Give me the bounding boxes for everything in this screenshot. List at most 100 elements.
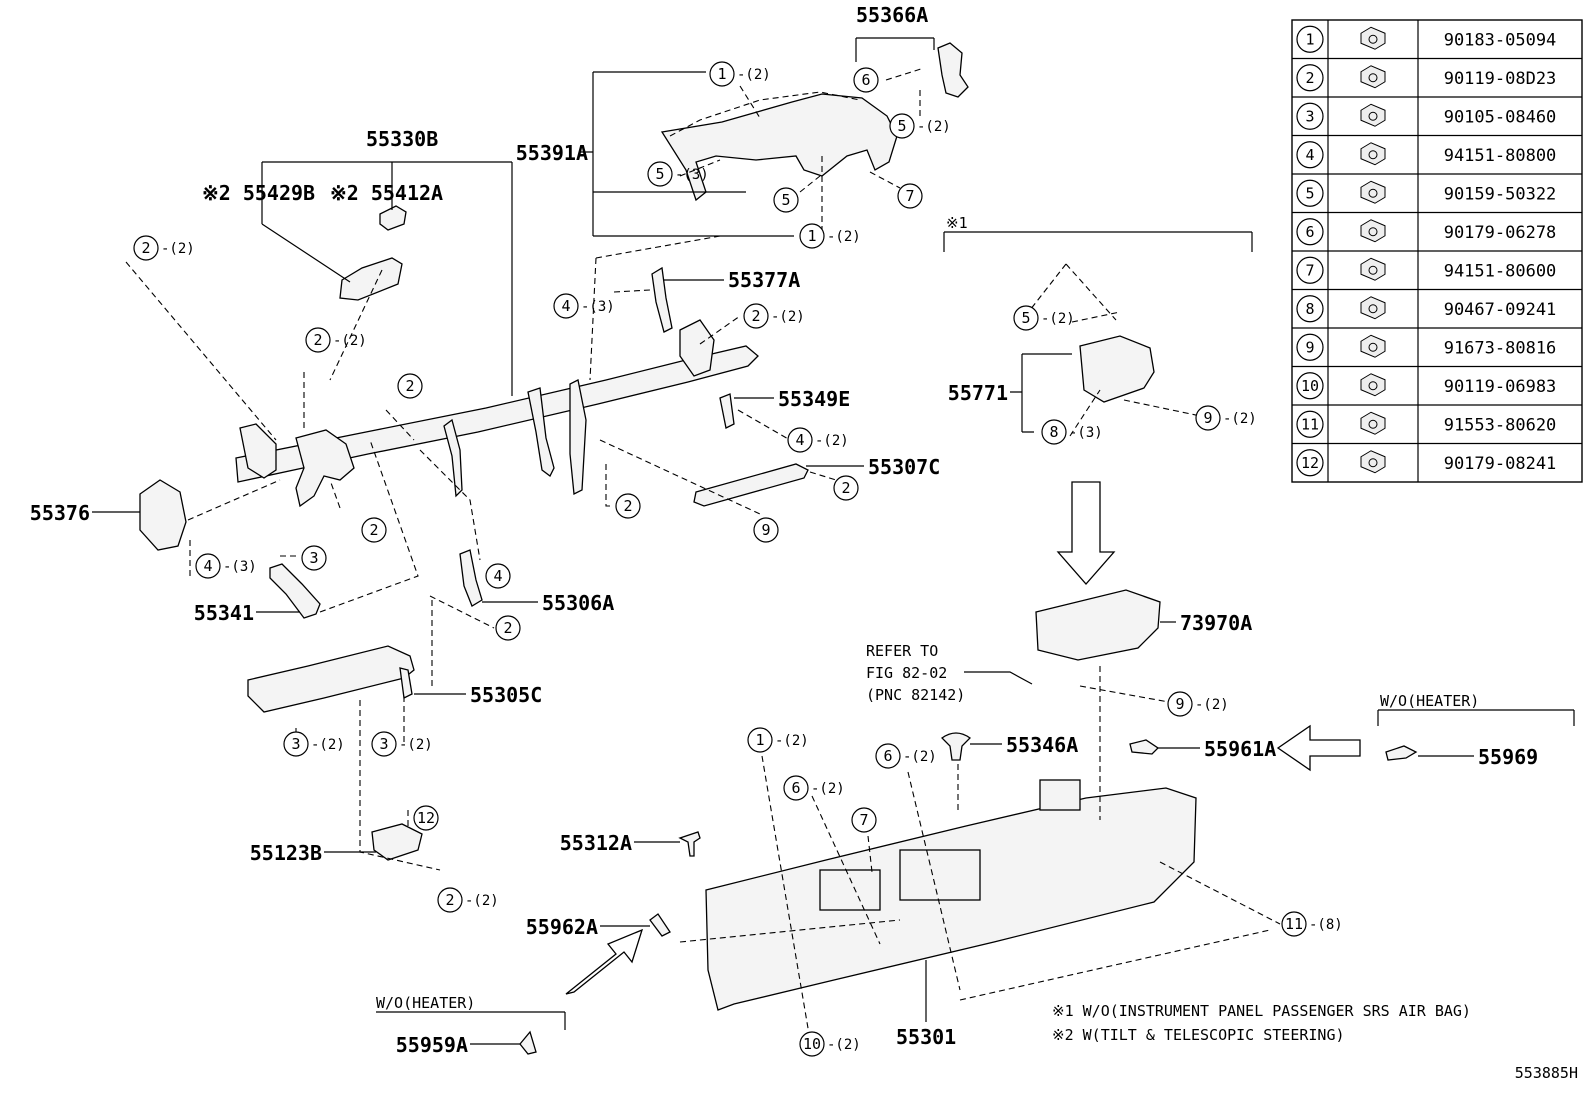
table-row-num: 10 xyxy=(1301,377,1319,395)
callout-number: 5 xyxy=(655,165,664,183)
callout-c31: 6-(2) xyxy=(875,743,937,769)
dashed-line-5 xyxy=(187,479,281,521)
callout-circle xyxy=(799,1031,825,1057)
callout-c33: 7 xyxy=(851,807,877,833)
dashed-line-43 xyxy=(867,835,873,873)
callout-circle xyxy=(853,67,879,93)
parts-drawings xyxy=(139,42,1418,1055)
callout-c13: 4 -(2) xyxy=(787,427,849,453)
label-55961A: 55961A xyxy=(1204,737,1276,761)
diag-arrow xyxy=(565,928,644,995)
table-row-num: 8 xyxy=(1305,300,1314,318)
note-refer-2: FIG 82-02 xyxy=(866,664,947,682)
direction-arrows xyxy=(565,481,1361,995)
table-row-num-circle xyxy=(1296,256,1324,284)
callout-c30: 1-(2) xyxy=(747,727,809,753)
part-55307C-shape xyxy=(693,463,809,507)
fastener-icon-hole xyxy=(1368,458,1378,468)
fastener-icon-hole xyxy=(1368,304,1378,314)
dashed-line-24 xyxy=(809,471,837,481)
part-55412A-shape xyxy=(379,205,407,231)
table-row-code: 90179-06278 xyxy=(1444,223,1557,243)
fastener-icon xyxy=(1360,65,1386,89)
callout-circle xyxy=(747,727,773,753)
callout-circle xyxy=(799,223,825,249)
part-labels: 55366A 55391A 55330B ※2 55429B ※2 55412A… xyxy=(30,3,1538,1057)
callout-circle xyxy=(783,775,809,801)
fastener-icon-hole xyxy=(1368,73,1378,83)
table-row-code: 90159-50322 xyxy=(1444,184,1557,204)
fastener-icon-hole xyxy=(1368,265,1378,275)
part-55306A-shape xyxy=(459,549,483,607)
figure-code: 553885H xyxy=(1515,1064,1578,1082)
callout-number: 4 xyxy=(493,567,502,585)
callout-c17: 2 xyxy=(361,517,387,543)
dashed-line-10 xyxy=(419,449,481,561)
dashed-line-47 xyxy=(679,919,901,943)
fastener-icon xyxy=(1360,296,1386,320)
callout-number: 3 xyxy=(291,735,300,753)
callout-number: 2 xyxy=(841,479,850,497)
part-55341-shape xyxy=(269,563,321,619)
leader-lines xyxy=(92,37,1575,1045)
label-55312A: 55312A xyxy=(560,831,632,855)
callout-number: 10 xyxy=(803,1035,821,1053)
callout-number: 11 xyxy=(1285,915,1303,933)
dashed-line-8 xyxy=(329,479,341,509)
fastener-icon xyxy=(1360,180,1386,204)
label-55346A: 55346A xyxy=(1006,733,1078,757)
dashed-line-34 xyxy=(1065,263,1117,321)
callout-circle xyxy=(1041,419,1067,445)
dashed-line-41 xyxy=(811,795,881,945)
table-row-num: 12 xyxy=(1301,454,1319,472)
callout-circle xyxy=(787,427,813,453)
fastener-icon xyxy=(1360,26,1386,50)
table-row-num-circle xyxy=(1296,64,1324,92)
dashed-line-26 xyxy=(739,85,761,119)
part-55305C-leg xyxy=(399,667,413,699)
callout-number: 2 xyxy=(369,521,378,539)
label-55429B: ※2 55429B xyxy=(202,181,315,205)
callout-number: 5 xyxy=(1021,309,1030,327)
note-refer-1: REFER TO xyxy=(866,642,938,660)
table-row-code: 91553-80620 xyxy=(1444,415,1557,435)
dashed-line-14 xyxy=(359,700,441,871)
callout-circle xyxy=(371,731,397,757)
table-row-code: 90179-08241 xyxy=(1444,454,1557,474)
fastener-icon xyxy=(1360,450,1386,474)
callout-qty: -(3) xyxy=(675,167,709,183)
part-55330B-left-bracket xyxy=(239,423,277,479)
callout-number: 6 xyxy=(861,71,870,89)
callout-number: 2 xyxy=(141,239,150,257)
fastener-icon xyxy=(1360,257,1386,281)
dashed-line-25 xyxy=(669,91,861,137)
callout-c26: 5-(2) xyxy=(1013,305,1075,331)
table-row-num: 1 xyxy=(1305,30,1314,48)
callout-circle xyxy=(133,235,159,261)
table-row-num: 9 xyxy=(1305,338,1314,356)
line-woheater-right xyxy=(1377,709,1575,726)
callout-c29: 9-(2) xyxy=(1167,691,1229,717)
part-55961A-shape xyxy=(1129,739,1160,755)
label-55962A: 55962A xyxy=(526,915,598,939)
callout-number: 7 xyxy=(905,187,914,205)
callout-c8: 2-(2) xyxy=(133,235,195,261)
callout-number: 6 xyxy=(791,779,800,797)
callout-number: 5 xyxy=(897,117,906,135)
label-55349E: 55349E xyxy=(778,387,850,411)
dashed-line-33 xyxy=(1029,263,1067,311)
callout-circle xyxy=(753,517,779,543)
callout-number: 4 xyxy=(795,431,804,449)
callout-number: 9 xyxy=(761,521,770,539)
fastener-icon xyxy=(1360,334,1386,358)
footnote-1: ※1 W/O(INSTRUMENT PANEL PASSENGER SRS AI… xyxy=(1052,1002,1471,1020)
table-row-code: 91673-80816 xyxy=(1444,338,1557,358)
callout-c21: 2 xyxy=(495,615,521,641)
callout-qty: -(2) xyxy=(1195,697,1229,713)
callout-c7: 1-(2) xyxy=(799,223,861,249)
callout-qty: -(2) xyxy=(815,433,849,449)
part-55330B-beam xyxy=(235,345,759,483)
label-55305C: 55305C xyxy=(470,683,542,707)
callout-circle xyxy=(397,373,423,399)
dashed-line-18 xyxy=(589,257,597,381)
